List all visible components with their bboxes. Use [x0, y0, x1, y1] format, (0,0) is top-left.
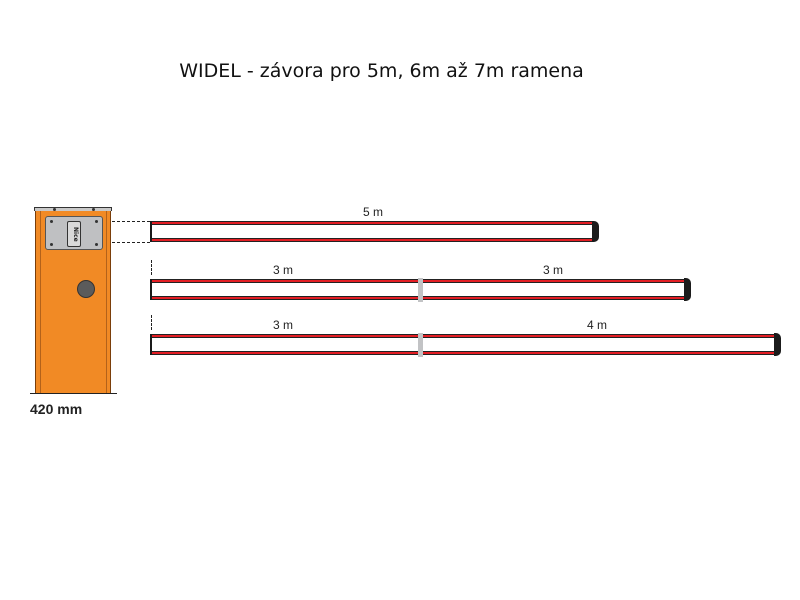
cabinet-top [34, 207, 112, 211]
dimension-label: 3 m [273, 263, 294, 277]
arm-joint [418, 278, 423, 302]
leader-line-vertical [151, 260, 152, 275]
screw-icon [50, 243, 53, 246]
cabinet-edge-right [106, 211, 107, 394]
cabinet-width-label: 420 mm [30, 401, 83, 417]
diagram-title: WIDEL - závora pro 5m, 6m až 7m ramena [179, 60, 584, 82]
screw-icon [95, 243, 98, 246]
lock-knob-icon [77, 280, 95, 298]
arm-end-cap [684, 278, 691, 301]
dimension-label: 4 m [587, 318, 608, 332]
leader-line-top [112, 221, 150, 222]
arm-segment [150, 334, 775, 355]
ground-line [30, 393, 117, 394]
dimension-label: 3 m [543, 263, 564, 277]
leader-line-bottom [112, 242, 150, 243]
screw-icon [50, 220, 53, 223]
dimension-label: 3 m [273, 318, 294, 332]
arm-end-cap [592, 221, 599, 242]
leader-line-vertical [151, 315, 152, 330]
brand-logo: Nice [67, 221, 81, 247]
arm-end-cap [774, 333, 781, 356]
screw-icon [95, 220, 98, 223]
arm-segment [150, 221, 593, 242]
cabinet-edge-left [40, 211, 41, 394]
screw-icon [92, 208, 95, 211]
dimension-label: 5 m [363, 205, 384, 219]
screw-icon [53, 208, 56, 211]
arm-joint [418, 333, 423, 357]
